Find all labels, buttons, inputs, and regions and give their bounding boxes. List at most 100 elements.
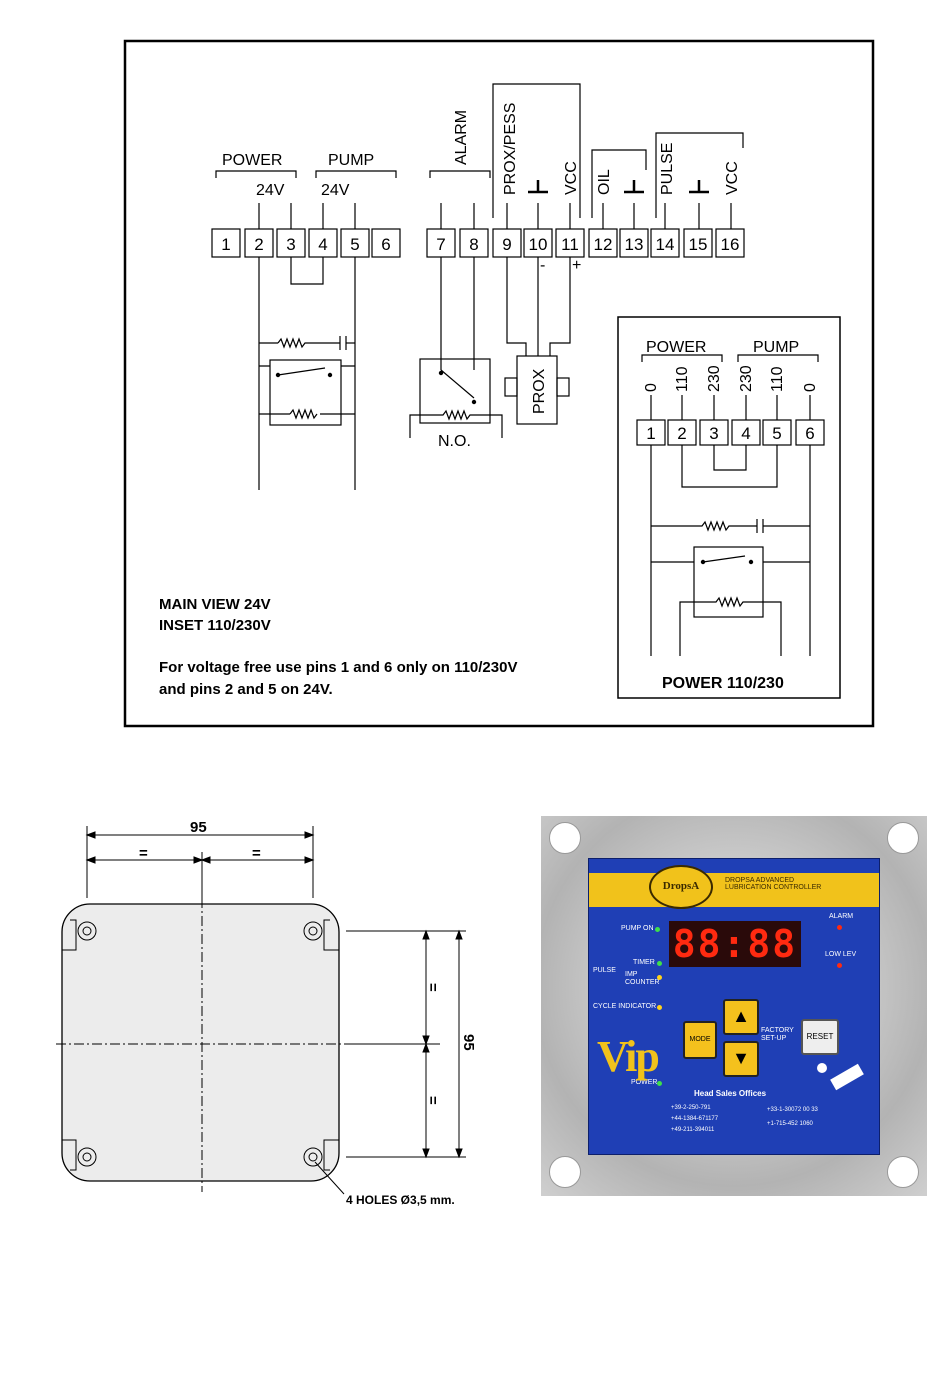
digital-display: 88:88 [669,921,801,967]
phone-uk: +44-1384-671177 [671,1116,719,1122]
pin-2: 2 [254,235,263,254]
alarm-led [837,925,842,930]
eject-down-icon: ▼ [732,1048,750,1068]
inset-pin-1: 1 [646,424,655,443]
enclosure-outline [61,903,340,1182]
imp-counter-label: IMP COUNTER [625,971,660,986]
height-half-top: = [424,983,441,992]
note-voltage-free-1: For voltage free use pins 1 and 6 only o… [159,659,517,676]
wiring-diagram: POWER PUMP 24V 24V ALARM PROX/PESS VCC O… [123,39,875,728]
eject-up-icon: ▲ [732,1006,750,1026]
oil-label: OIL [596,169,613,195]
vcc-label: VCC [563,161,580,195]
pin-6: 6 [381,235,390,254]
mounting-holes [62,919,339,1171]
up-button[interactable]: ▲ [723,999,759,1035]
brand-subtitle: DROPSA ADVANCED LUBRICATION CONTROLLER [725,877,822,891]
timer-led [657,961,662,966]
inset-voltage-1: 0 [643,383,660,392]
inset-pin-4: 4 [741,424,750,443]
pin-5: 5 [350,235,359,254]
inset-title: POWER 110/230 [662,675,784,692]
pump-on-led [655,927,660,932]
low-level-label: LOW LEV [825,951,857,958]
pin-1: 1 [221,235,230,254]
alarm-label: ALARM [829,913,854,920]
mode-button[interactable]: MODE [683,1021,717,1059]
minus-sign: - [540,257,545,274]
pulse-label: PULSE [659,143,676,195]
inset-pin-6: 6 [805,424,814,443]
pulse-label: PULSE [593,967,616,974]
vip-logo: Vip [597,1032,660,1081]
pump-voltage: 24V [321,182,350,199]
phone-usa: +1-715-452 1060 [767,1121,813,1127]
brand-name: DropsA [662,880,700,892]
mounting-hole [549,822,581,854]
mounting-hole [887,822,919,854]
pin-15: 15 [689,235,708,254]
cycle-indicator-label: CYCLE INDICATOR [593,1003,657,1010]
plus-sign: + [572,257,581,274]
note-inset: INSET 110/230V [159,617,271,634]
controller-faceplate: DropsA DROPSA ADVANCED LUBRICATION CONTR… [588,858,880,1155]
holes-note: 4 HOLES Ø3,5 mm. [346,1193,455,1207]
width-half-left: = [139,845,148,862]
height-dimension: 95 [460,1034,477,1051]
inset-voltage-6: 0 [802,383,819,392]
inset-frame [617,316,841,699]
prox-pess-label: PROX/PESS [502,103,519,195]
mounting-hole [549,1156,581,1188]
inset-pump-label: PUMP [753,339,799,356]
pin-11: 11 [561,235,579,254]
pin-14: 14 [656,235,675,254]
pin-9: 9 [502,235,511,254]
note-voltage-free-2: and pins 2 and 5 on 24V. [159,681,333,698]
inset-voltage-5: 110 [769,366,786,392]
pin-3: 3 [286,235,295,254]
inset-pin-5: 5 [772,424,781,443]
phone-germany: +49-211-394011 [671,1127,715,1133]
note-main-view: MAIN VIEW 24V [159,596,271,613]
power-label: POWER [222,152,282,169]
head-sales-label: Head Sales Offices [694,1089,767,1098]
diagram-frame [123,39,875,728]
down-button[interactable]: ▼ [723,1041,759,1077]
inset-voltage-4: 230 [738,365,755,392]
phone-italy: +39-2-250-791 [671,1105,711,1111]
pump-on-label: PUMP ON [621,925,654,932]
inset-voltage-3: 230 [706,365,723,392]
timer-label: TIMER [633,959,655,966]
pin-16: 16 [721,235,740,254]
low-level-led [837,963,842,968]
key-tag-icon [830,1063,864,1091]
pump-label: PUMP [328,152,374,169]
width-dimension: 95 [190,819,207,836]
width-half-right: = [252,845,261,862]
inset-terminal-block [636,419,825,446]
power-led [657,1081,662,1086]
brand-banner [589,873,879,907]
pin-numbers: 1 2 3 4 5 6 7 8 9 10 11 12 13 14 15 16 [221,235,739,254]
pin-7: 7 [436,235,445,254]
reset-button[interactable]: RESET [801,1019,839,1055]
pin-13: 13 [625,235,644,254]
pin-4: 4 [318,235,327,254]
dropsa-logo: DropsA [649,865,713,909]
pin-12: 12 [594,235,613,254]
prox-box-label: PROX [531,368,548,414]
alarm-label: ALARM [453,110,470,165]
controller-photo: DropsA DROPSA ADVANCED LUBRICATION CONTR… [541,816,927,1196]
no-label: N.O. [438,433,471,450]
power-voltage: 24V [256,182,285,199]
inset-voltage-2: 110 [674,366,691,392]
mounting-hole [887,1156,919,1188]
pin-8: 8 [469,235,478,254]
counter-led [657,975,662,980]
cycle-led [657,1005,662,1010]
pin-10: 10 [529,235,548,254]
vcc2-label: VCC [724,161,741,195]
power-label: POWER [631,1079,658,1086]
phone-france: +33-1-30072 00 33 [767,1107,818,1113]
inset-power-label: POWER [646,339,706,356]
